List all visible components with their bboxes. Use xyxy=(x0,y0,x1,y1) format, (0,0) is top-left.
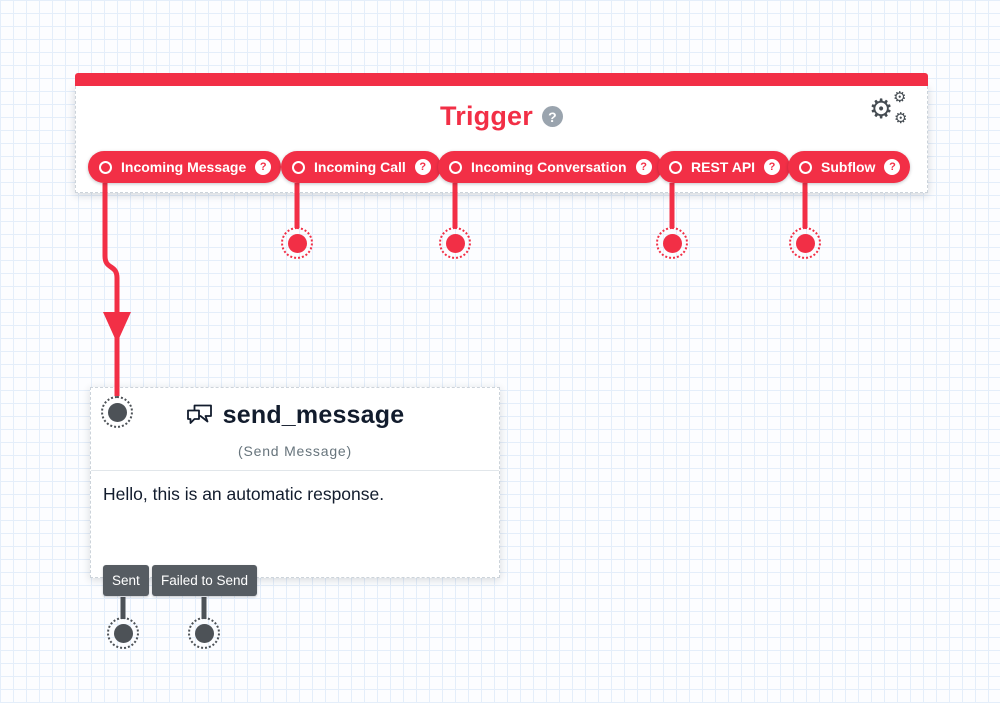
trigger-title-row: Trigger ? xyxy=(76,101,927,132)
chat-bubbles-icon xyxy=(186,404,212,424)
port-dot xyxy=(107,402,127,422)
pill-label: REST API xyxy=(691,159,756,175)
widget-name: send_message xyxy=(222,401,405,429)
port-subflow[interactable] xyxy=(789,227,821,259)
port-failed-to-send[interactable] xyxy=(188,617,220,649)
port-rest-api[interactable] xyxy=(656,227,688,259)
radio-circle-icon xyxy=(449,160,462,174)
port-dot xyxy=(795,233,815,253)
transition-tag-failed-to-send: Failed to Send xyxy=(152,565,258,596)
port-dot xyxy=(287,233,307,253)
divider xyxy=(91,470,499,471)
trigger-pill-rest-api[interactable]: REST API ? xyxy=(658,151,791,183)
connector-arrowhead-icon xyxy=(103,312,131,343)
connector-incoming-message-line xyxy=(102,183,120,396)
port-sent[interactable] xyxy=(107,617,139,649)
trigger-header-bar xyxy=(75,73,928,86)
transition-tag-sent: Sent xyxy=(103,565,149,596)
help-icon[interactable]: ? xyxy=(255,159,272,175)
pill-label: Incoming Message xyxy=(121,159,247,175)
trigger-title: Trigger xyxy=(440,101,533,131)
radio-circle-icon xyxy=(799,160,812,174)
trigger-pill-subflow[interactable]: Subflow ? xyxy=(788,151,911,183)
help-icon[interactable]: ? xyxy=(635,159,652,175)
widget-title-row: send_message xyxy=(91,401,499,430)
gear-icon: ⚙ xyxy=(894,109,908,127)
help-icon[interactable]: ? xyxy=(764,159,781,175)
gear-icon: ⚙ xyxy=(869,94,894,125)
radio-circle-icon xyxy=(669,160,682,174)
trigger-help-icon[interactable]: ? xyxy=(541,106,563,127)
radio-circle-icon xyxy=(292,160,305,174)
widget-type-label: (Send Message) xyxy=(238,443,352,459)
trigger-pill-incoming-message[interactable]: Incoming Message ? xyxy=(88,151,282,183)
radio-circle-icon xyxy=(99,160,112,174)
trigger-pill-incoming-conversation[interactable]: Incoming Conversation ? xyxy=(438,151,662,183)
help-icon[interactable]: ? xyxy=(414,159,431,175)
pill-label: Incoming Call xyxy=(314,159,406,175)
port-incoming-call[interactable] xyxy=(281,227,313,259)
port-dot xyxy=(194,623,214,643)
pill-label: Subflow xyxy=(821,159,876,175)
trigger-pill-incoming-call[interactable]: Incoming Call ? xyxy=(281,151,441,183)
port-incoming-conversation[interactable] xyxy=(439,227,471,259)
port-dot xyxy=(113,623,133,643)
trigger-settings-button[interactable]: ⚙ ⚙ ⚙ xyxy=(869,90,915,134)
gear-icon: ⚙ xyxy=(893,88,907,106)
help-icon[interactable]: ? xyxy=(884,159,901,175)
send-message-input-port[interactable] xyxy=(101,396,133,428)
widget-body-text: Hello, this is an automatic response. xyxy=(103,484,385,504)
port-dot xyxy=(445,233,465,253)
port-dot xyxy=(662,233,682,253)
pill-label: Incoming Conversation xyxy=(471,159,627,175)
send-message-widget[interactable]: send_message (Send Message) Hello, this … xyxy=(90,387,500,578)
